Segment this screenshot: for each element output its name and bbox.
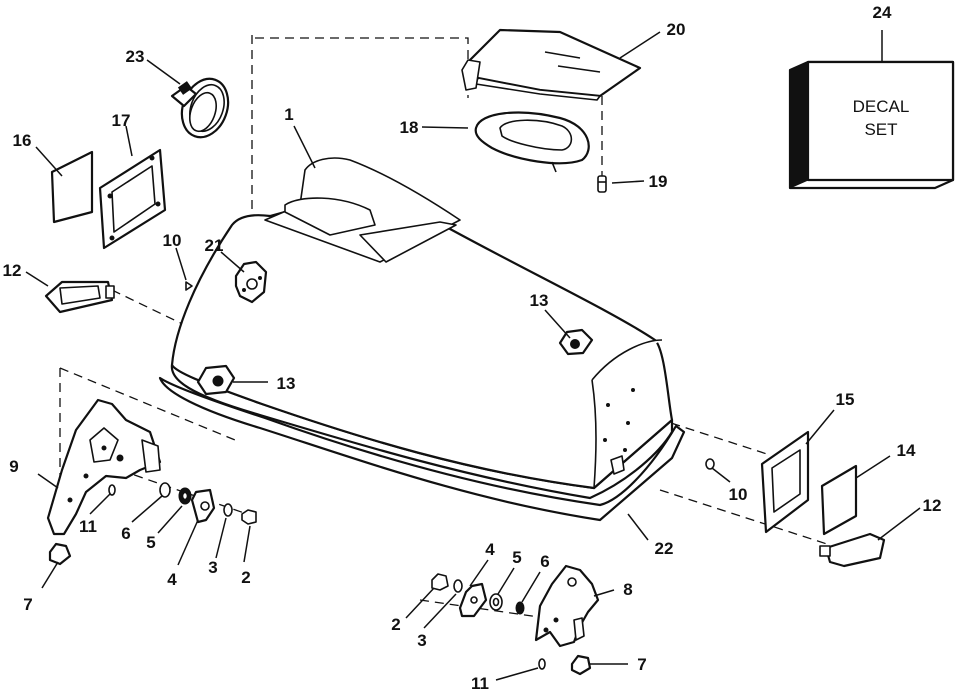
callout-18: 18 [400,118,419,137]
callout-12-right: 12 [923,496,942,515]
bracket-left [46,398,162,536]
grommet-plate-left [196,364,236,396]
rivet-10-left [185,281,193,291]
callout-2-left: 2 [241,568,250,587]
callout-15: 15 [836,390,855,409]
callout-24: 24 [873,3,892,22]
callout-3-left: 3 [208,558,217,577]
callout-6-left: 6 [121,524,130,543]
hardware-right [431,573,525,618]
callout-21: 21 [205,236,224,255]
callout-13-right: 13 [530,291,549,310]
foot-right [570,654,592,676]
callout-10-right: 10 [729,485,748,504]
callout-17: 17 [112,111,131,130]
callout-7-left: 7 [23,595,32,614]
callout-22: 22 [655,539,674,558]
decal-box-line1: DECAL [853,97,910,116]
leader-lines [25,30,921,681]
callout-20: 20 [667,20,686,39]
foot-left [48,542,72,566]
callout-14: 14 [897,441,916,460]
callout-10-left: 10 [163,231,182,250]
callout-7-right: 7 [637,655,646,674]
decal-16 [50,150,94,224]
cover-seal [158,376,686,522]
callout-9: 9 [9,457,18,476]
callout-1: 1 [284,105,293,124]
callout-5-left: 5 [146,533,155,552]
callout-11-left: 11 [79,517,97,536]
vent-cover [461,28,642,101]
callout-8: 8 [623,580,632,599]
callout-23: 23 [126,47,145,66]
screw-19 [597,175,607,193]
callout-3-right: 3 [417,631,426,650]
callout-16: 16 [13,131,32,150]
bracket-right [534,564,600,648]
fuel-line-coil [170,77,230,139]
callout-19: 19 [649,172,668,191]
callout-2-right: 2 [391,615,400,634]
rivet-10-right [705,458,715,470]
gasket-frame-17 [98,148,167,250]
callout-5-right: 5 [512,548,521,567]
hardware-left [159,482,257,525]
vent-seal [474,111,590,173]
callout-labels: 1 20 18 19 23 16 17 21 10 12 13 13 24 9 … [3,3,942,690]
gasket-frame-15 [760,430,810,534]
callout-4-right: 4 [485,540,495,559]
pin-11-left [108,484,116,496]
decal-14 [820,464,858,536]
callout-12-left: 12 [3,261,22,280]
callout-13-left: 13 [277,374,296,393]
handle-left [44,280,115,314]
decal-set-box: DECAL SET [788,60,955,190]
motor-cover [158,157,686,522]
callout-6-right: 6 [540,552,549,571]
callout-11-right: 11 [471,674,489,690]
pin-11-right [538,658,546,670]
decal-box-line2: SET [864,120,897,139]
callout-4-left: 4 [167,570,177,589]
handle-right [819,532,886,568]
